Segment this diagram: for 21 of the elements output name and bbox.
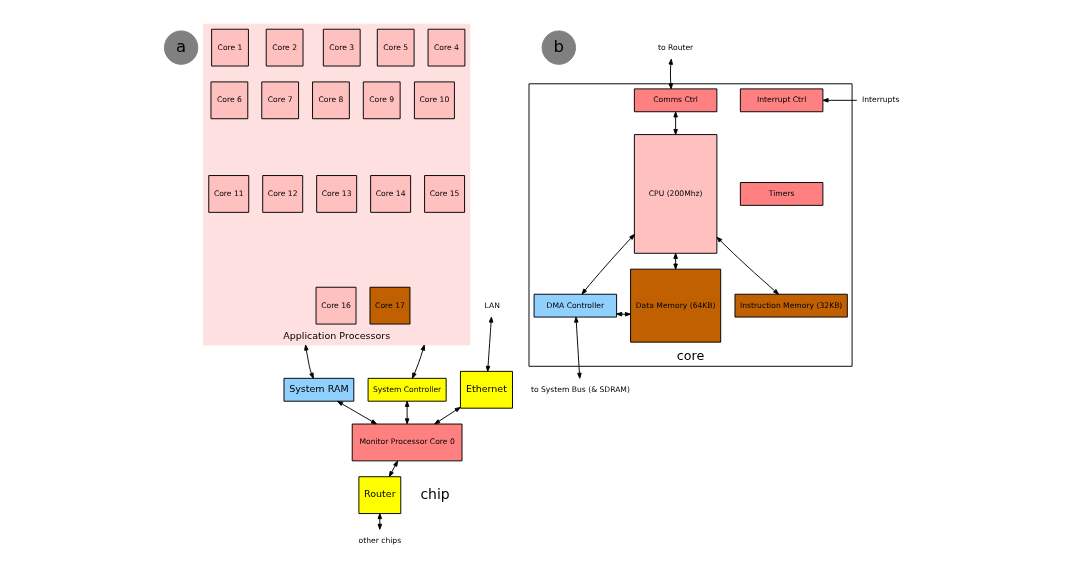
node-box: System RAM [283, 377, 355, 402]
arrow [337, 400, 377, 425]
arrow [616, 311, 631, 317]
arrow [404, 400, 410, 425]
arrow [377, 513, 383, 530]
arrow [716, 236, 780, 295]
node-box: Router [358, 476, 402, 515]
arrow [411, 344, 426, 379]
arrow [304, 344, 314, 379]
node-circle: b [541, 30, 576, 65]
arrow [668, 58, 673, 90]
arrow [574, 316, 582, 379]
node-circle: a [163, 30, 199, 65]
arrow [434, 406, 461, 425]
arrow [485, 316, 494, 372]
arrow [822, 98, 858, 103]
arrow [388, 460, 399, 478]
arrow [673, 111, 678, 135]
arrow [581, 233, 635, 295]
node-box: Ethernet [459, 370, 513, 409]
label: chip [420, 485, 450, 502]
